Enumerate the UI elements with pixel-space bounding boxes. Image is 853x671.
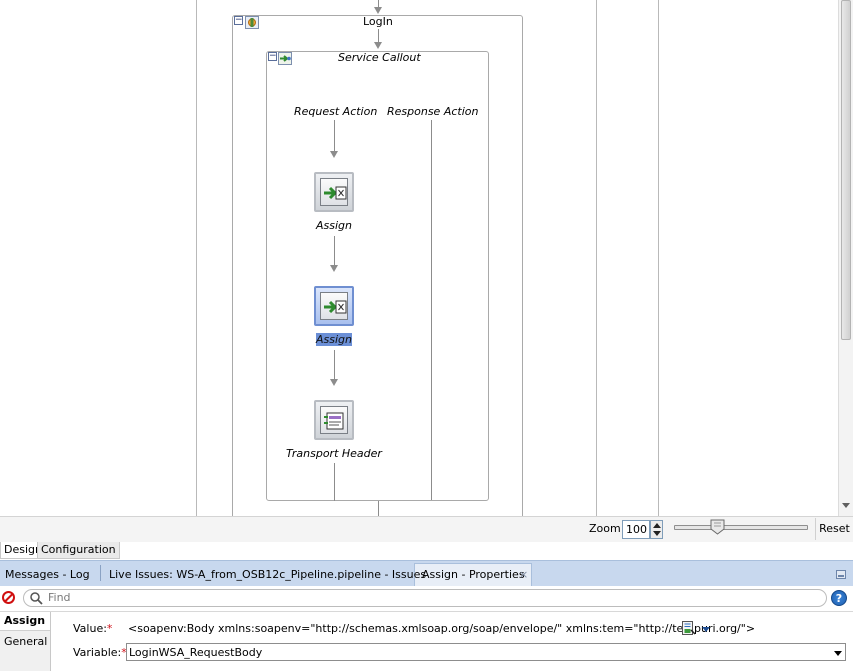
flow-connector	[378, 0, 379, 8]
help-icon[interactable]: ?	[831, 590, 847, 606]
assign-icon	[320, 178, 348, 206]
stage-icon	[245, 16, 259, 29]
chevron-down-icon[interactable]	[834, 651, 842, 656]
assign-node-label[interactable]: Assign	[316, 219, 352, 232]
flow-arrow	[330, 265, 338, 272]
request-action-label: Request Action	[294, 105, 378, 118]
flow-arrow	[374, 7, 382, 14]
flow-connector	[334, 350, 335, 380]
zoom-slider-track[interactable]	[674, 525, 808, 530]
tab-assign-properties[interactable]: Assign - Properties	[422, 568, 525, 581]
value-field-label: Value:*	[73, 622, 112, 635]
minimize-panel-icon[interactable]	[836, 570, 846, 579]
view-tabs-bar	[0, 542, 853, 560]
expression-dropdown-icon[interactable]	[702, 627, 710, 632]
transport-header-node-icon[interactable]	[314, 400, 354, 440]
spinner-down-icon[interactable]	[653, 531, 661, 536]
zoom-label: Zoom:	[589, 522, 625, 535]
flow-connector	[334, 463, 335, 501]
zoom-slider-thumb[interactable]	[710, 519, 725, 535]
search-icon	[30, 592, 43, 605]
flow-arrow	[330, 379, 338, 386]
flow-connector	[378, 501, 379, 516]
login-stage-title: LogIn	[363, 15, 393, 28]
assign-node-icon-selected[interactable]	[314, 286, 354, 326]
service-callout-collapse-button[interactable]: −	[268, 51, 277, 61]
required-marker: *	[106, 622, 113, 635]
nav-item-general[interactable]	[0, 630, 50, 671]
expression-editor-icon[interactable]	[682, 621, 696, 636]
assign-node-label-selected[interactable]: Assign	[316, 333, 352, 346]
value-label-text: Value:	[73, 622, 107, 635]
value-expression[interactable]: <soapenv:Body xmlns:soapenv="http://sche…	[128, 622, 756, 635]
tab-live-issues[interactable]: Live Issues: WS-A_from_OSB12c_Pipeline.p…	[109, 568, 427, 581]
service-callout-icon	[278, 52, 292, 65]
login-stage-box[interactable]	[232, 15, 523, 516]
tab-assign-properties-background[interactable]	[414, 563, 532, 586]
variable-label-text: Variable:	[73, 646, 122, 659]
lane-divider-far-right	[658, 0, 659, 516]
login-collapse-button[interactable]: −	[234, 15, 243, 25]
flow-connector	[334, 236, 335, 266]
response-action-lane	[431, 120, 432, 500]
assign-node-icon[interactable]	[314, 172, 354, 212]
find-placeholder: Find	[48, 591, 71, 604]
zoom-reset-button[interactable]: Reset	[815, 518, 853, 540]
transport-header-icon	[320, 406, 348, 434]
variable-field-label: Variable:*	[73, 646, 127, 659]
zoom-spinner[interactable]	[650, 520, 663, 539]
properties-panel	[0, 611, 853, 671]
stop-icon[interactable]	[2, 591, 15, 604]
tab-messages-log[interactable]: Messages - Log	[5, 568, 90, 581]
pipeline-design-canvas[interactable]: − LogIn − Service Callout Request Action…	[0, 0, 838, 516]
nav-item-general-label[interactable]: General	[4, 635, 48, 648]
find-input[interactable]	[23, 589, 827, 607]
tab-separator	[100, 565, 101, 581]
flow-arrow	[374, 42, 382, 49]
service-callout-title: Service Callout	[338, 51, 421, 64]
flow-connector	[378, 29, 379, 43]
zoom-value-input[interactable]: 100	[622, 520, 650, 539]
scroll-down-arrow-icon[interactable]	[842, 503, 850, 508]
variable-select[interactable]	[126, 643, 846, 661]
flow-connector	[334, 120, 335, 152]
spinner-up-icon[interactable]	[653, 523, 661, 528]
response-action-label: Response Action	[387, 105, 479, 118]
transport-header-node-label[interactable]: Transport Header	[286, 447, 382, 460]
required-marker: *	[121, 646, 127, 659]
scrollbar-thumb[interactable]	[841, 0, 851, 340]
tab-design[interactable]: Design	[0, 542, 46, 559]
close-tab-icon[interactable]: ×	[519, 568, 529, 581]
service-callout-box[interactable]	[266, 51, 489, 501]
tab-configuration[interactable]: Configuration	[37, 542, 120, 559]
canvas-vertical-scrollbar[interactable]	[838, 0, 853, 516]
lane-divider-left	[196, 0, 197, 516]
flow-arrow	[330, 151, 338, 158]
properties-section-title: Assign	[4, 614, 46, 627]
variable-select-value: LoginWSA_RequestBody	[129, 646, 263, 659]
assign-icon	[320, 292, 348, 320]
lane-divider-right	[596, 0, 597, 516]
